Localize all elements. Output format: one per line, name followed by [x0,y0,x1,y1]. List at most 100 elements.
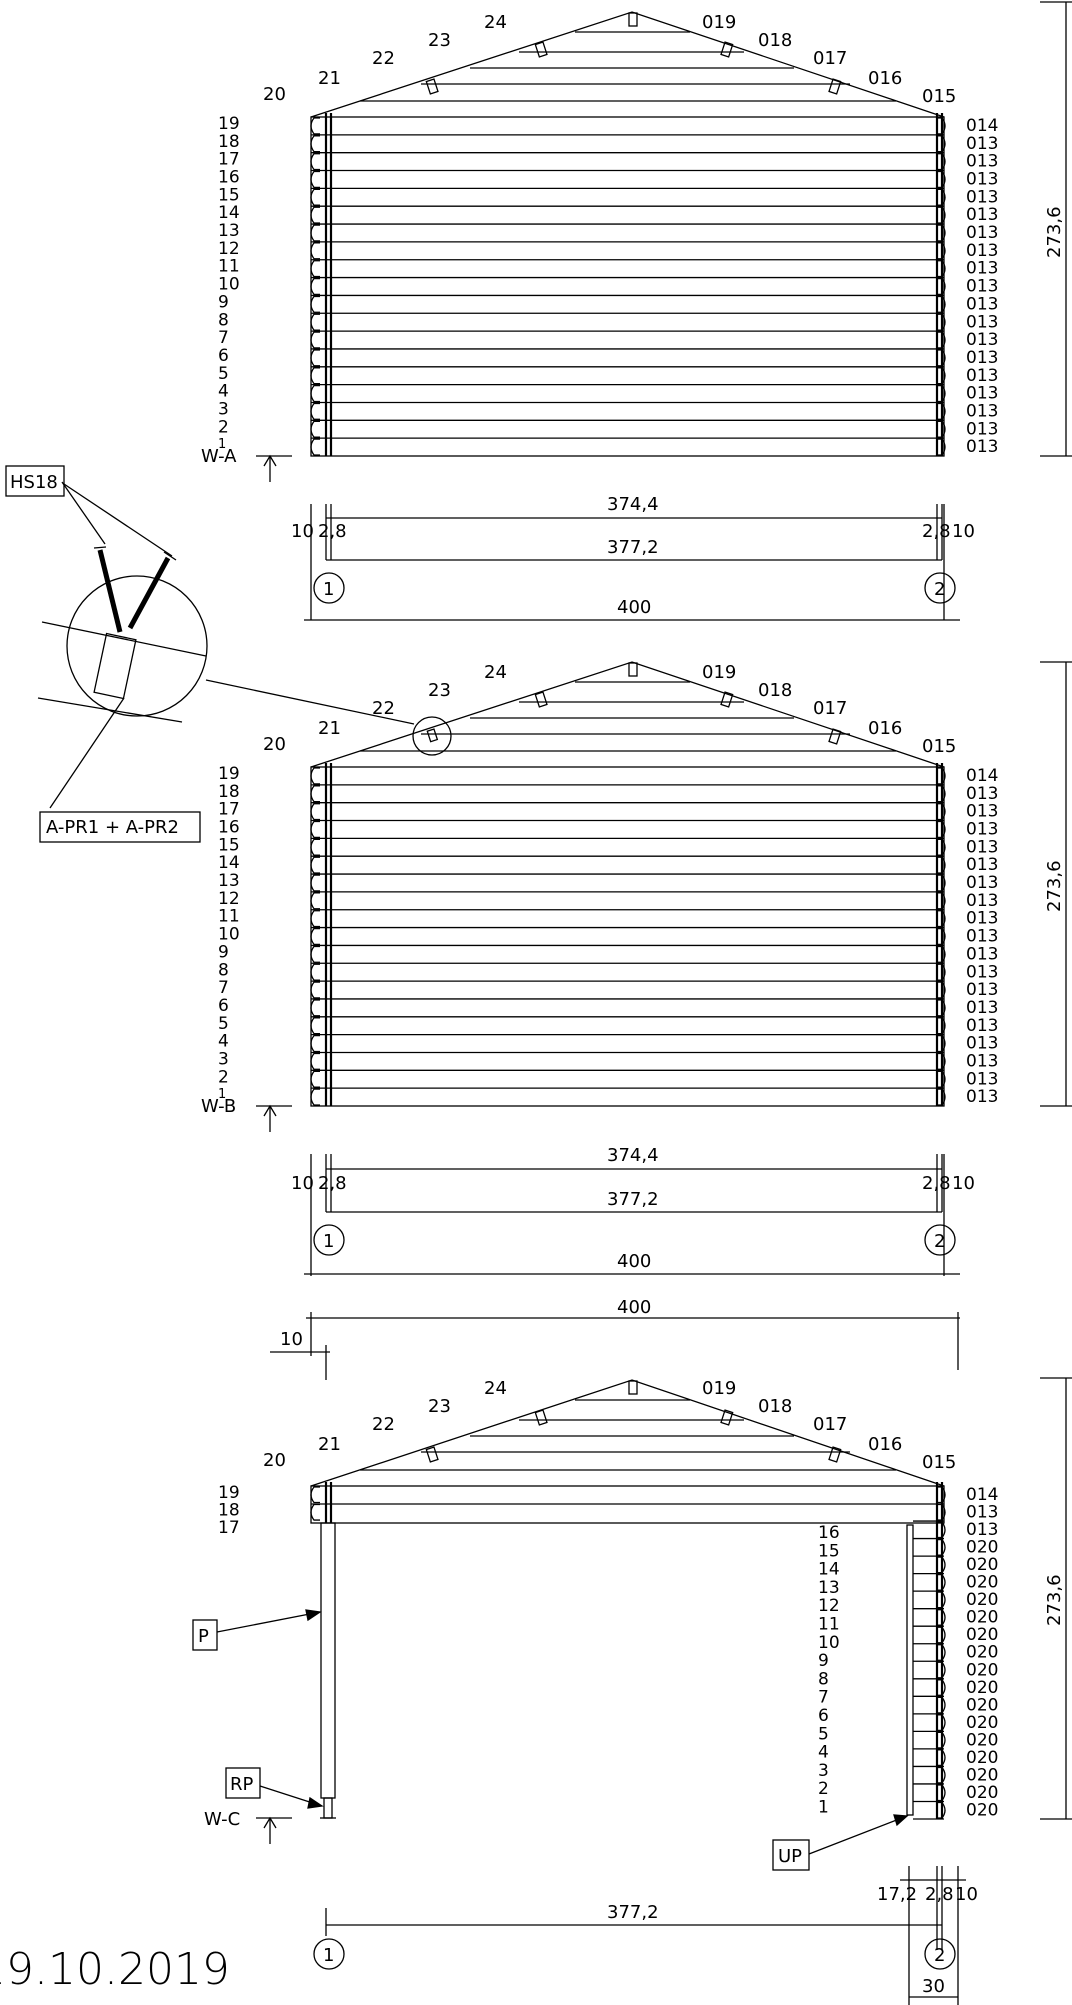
log-end-left [310,206,320,224]
log-end-left [310,945,320,963]
row-number: 9 [218,292,229,312]
wall-c-height-dim: 273,6 [1040,1377,1072,1820]
row-number: 4 [218,1032,229,1052]
log-code: 013 [966,980,998,1000]
log-end-right [936,331,946,349]
row-number: 11 [218,257,240,277]
row-number: 6 [818,1706,829,1726]
dim-bottom: 400 [617,597,651,618]
dim-right-a: 17,2 [877,1884,917,1905]
log-end-right [936,206,946,224]
log-code: 013 [966,1503,998,1523]
row-number: 16 [818,1523,840,1543]
log-code: 013 [966,891,998,911]
wall-a-dims: 374,4 377,2 400 10 2,8 2,8 10 1 2 [291,494,975,621]
log-code: 013 [966,927,998,947]
log-code: 013 [966,187,998,207]
log-code: 020 [966,1590,998,1610]
log-code: 013 [966,998,998,1018]
log-end-left [310,1017,320,1035]
log-end-left [310,1088,320,1106]
height-dim-label: 273,6 [1044,860,1065,912]
log-end-right [936,803,946,821]
gable-label: 017 [813,698,847,719]
log-code: 013 [966,1520,998,1540]
row-number: 13 [818,1578,840,1598]
log-end-right [936,1521,946,1539]
row-number: 16 [218,168,240,188]
log-code: 013 [966,330,998,350]
pr-label: A-PR1 + A-PR2 [46,817,179,838]
log-end-right [936,1644,946,1661]
log-end-left [310,367,320,385]
gable-label: 015 [922,736,956,757]
row-number: 4 [818,1743,829,1763]
row-number: 8 [818,1669,829,1689]
log-end-right [936,135,946,153]
post-label: P [198,1626,209,1647]
gable-label: 017 [813,48,847,69]
dim-left-outer: 10 [291,1173,314,1194]
wall-a-height-dim: 273,6 [1040,1,1072,457]
log-code: 013 [966,909,998,929]
log-end-left [310,384,320,403]
log-end-left [310,820,320,839]
row-number: 2 [818,1779,829,1799]
wall-b-height-dim: 273,6 [1040,661,1072,1107]
log-code: 013 [966,294,998,314]
row-number: 18 [218,132,240,152]
axis-label: 1 [323,579,334,600]
row-number: 7 [218,978,229,998]
row-number: 12 [218,239,240,259]
row-number: 1 [818,1798,829,1818]
log-end-right [936,402,946,420]
log-end-left [310,295,320,313]
dim-right-inner: 2,8 [922,521,951,542]
drawing-date: 19.10.2019 [0,1944,230,1995]
log-end-right [936,1034,946,1053]
log-end-left [310,331,320,349]
row-number: 16 [218,818,240,838]
row-number: 10 [218,925,240,945]
gable-label: 015 [922,86,956,107]
log-code: 014 [966,116,998,136]
log-end-right [936,277,946,296]
gable-label: 20 [263,734,286,755]
log-code: 013 [966,348,998,368]
log-end-left [310,242,320,260]
log-code: 013 [966,820,998,840]
row-number: 17 [218,150,240,170]
gable-label: 019 [702,662,736,683]
log-code: 013 [966,134,998,154]
dim-top: 374,4 [607,494,659,515]
row-number: 3 [218,399,229,419]
wall-marker-sup: 1 [218,1087,226,1102]
log-end-left [310,277,320,296]
row-number: 15 [218,185,240,205]
log-end-left [310,170,320,189]
row-number: 5 [218,1014,229,1034]
gable-label: 22 [372,698,395,719]
log-end-right [936,260,946,278]
dim-bottom: 400 [617,1251,651,1272]
gable-label: 016 [868,1434,902,1455]
log-end-left [310,313,320,331]
log-end-right [936,927,946,946]
dim-right-outer: 10 [952,521,975,542]
row-number: 19 [218,764,240,784]
log-end-right [936,981,946,999]
detail-callout: HS18 A-PR1 + A-PR2 [5,465,452,843]
log-end-right [936,1088,946,1106]
log-end-right [936,1696,946,1714]
log-code: 020 [966,1660,998,1680]
log-end-right [936,295,946,313]
log-end-right [936,367,946,385]
log-end-left [310,963,320,981]
dim-right-b: 2,8 [925,1884,954,1905]
gable-label: 24 [484,662,507,683]
log-end-left [310,1503,320,1521]
log-code: 013 [966,205,998,225]
